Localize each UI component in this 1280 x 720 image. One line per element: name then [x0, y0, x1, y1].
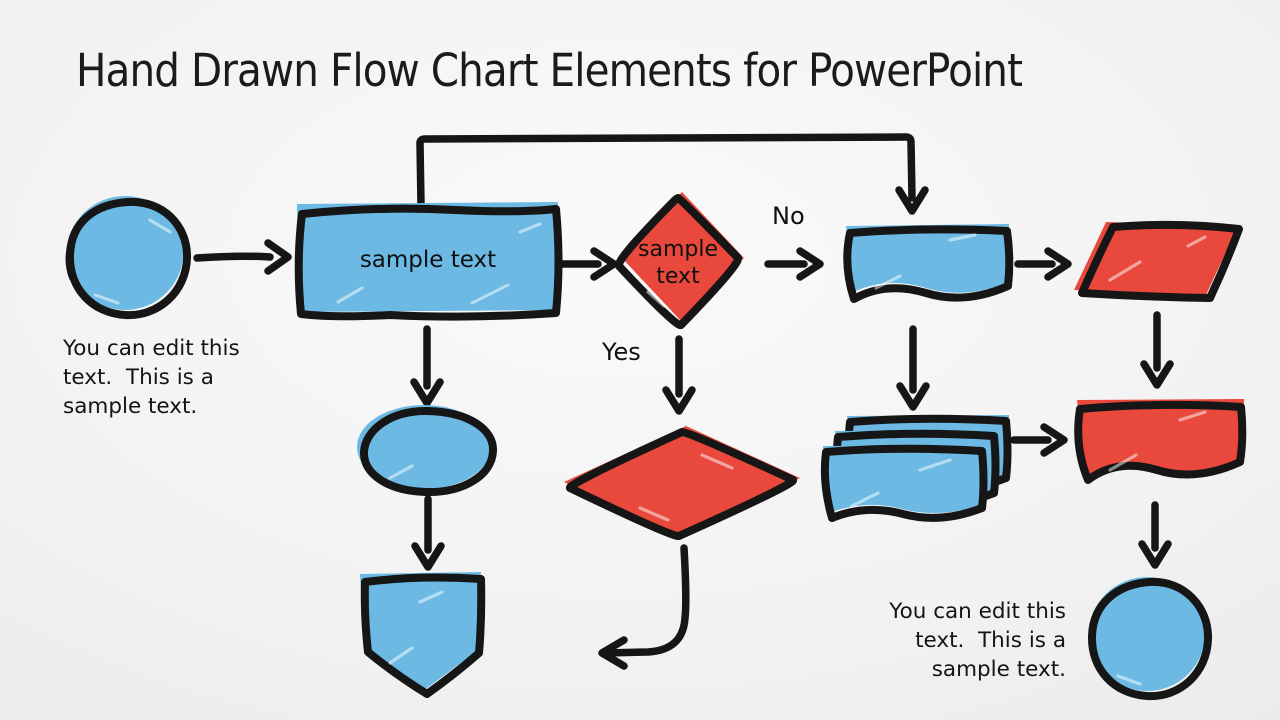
document-shape [843, 224, 1014, 303]
decision-diamond-shape [614, 192, 744, 330]
arrow-document-to-parallelogram [1014, 247, 1072, 281]
arrow-multidocument-to-reddocument [1010, 423, 1068, 457]
arrow-process-to-decision [557, 247, 618, 281]
yes-branch-label: Yes [602, 338, 641, 366]
arrow-reddocument-to-end [1138, 501, 1172, 569]
parallelogram-shape [1074, 220, 1243, 302]
arrow-parallelogram-to-reddocument [1140, 311, 1174, 389]
note-left-line: You can edit this [63, 336, 240, 361]
note-right-line: sample text. [931, 657, 1066, 682]
arrow-ellipse-to-pentagon [411, 495, 445, 571]
arrow-process-to-ellipse [410, 325, 444, 407]
arrow-document-to-multidocument [896, 325, 930, 411]
note-right: You can edit this text. This is a sample… [846, 597, 1066, 684]
no-branch-label: No [772, 202, 805, 230]
process-rectangle-shape [294, 202, 563, 321]
note-left: You can edit this text. This is a sample… [63, 334, 240, 421]
slide-title: Hand Drawn Flow Chart Elements for Power… [76, 44, 1023, 97]
note-right-line: text. This is a [915, 628, 1066, 653]
ellipse-shape [357, 405, 497, 497]
decision-label: sample text [638, 236, 718, 290]
note-left-line: text. This is a [63, 365, 214, 390]
note-right-line: You can edit this [889, 599, 1066, 624]
arrow-merge-exit-left [598, 544, 690, 670]
arrow-decision-to-document [764, 247, 824, 281]
arrow-decision-to-merge [662, 335, 696, 415]
connector-process-to-document [416, 133, 929, 215]
note-left-line: sample text. [63, 394, 198, 419]
document-red-shape [1074, 399, 1247, 484]
end-circle-shape [1087, 577, 1213, 701]
multi-document-shape [820, 414, 1012, 522]
start-circle-shape [65, 196, 192, 320]
arrow-start-to-process [193, 239, 292, 275]
merge-diamond-shape [564, 426, 800, 541]
pentagon-shape [360, 572, 486, 698]
process-label: sample text [359, 247, 497, 273]
